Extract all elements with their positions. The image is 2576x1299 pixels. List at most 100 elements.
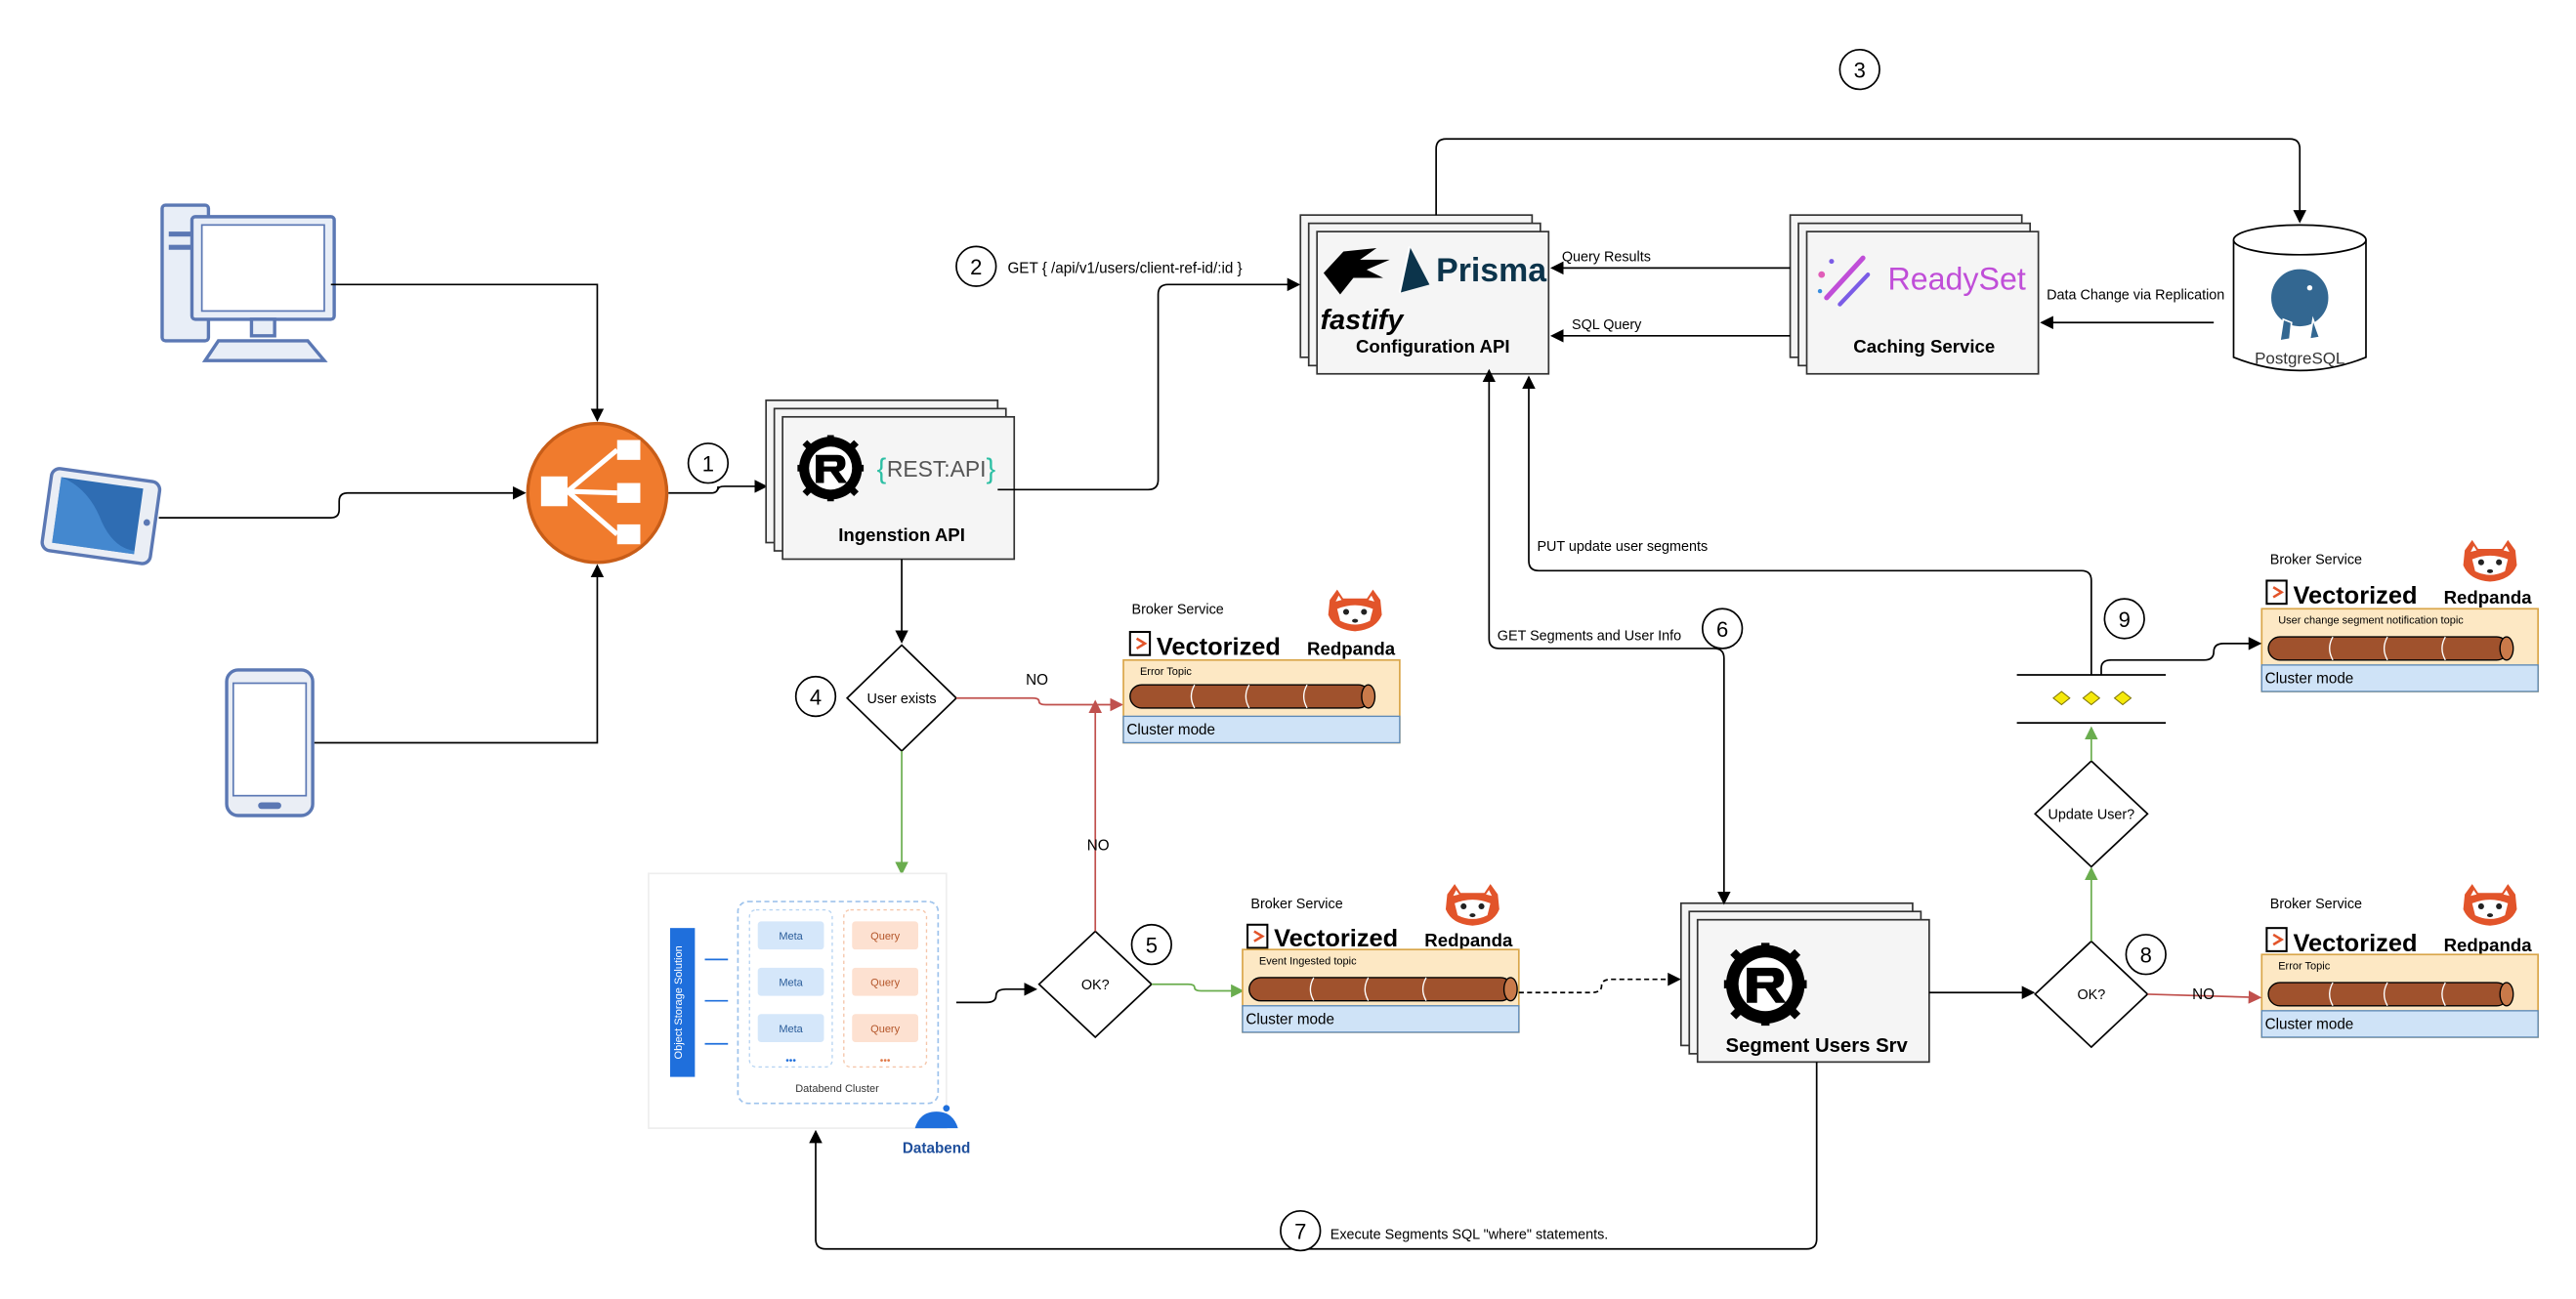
broker-topic: Error Topic — [1140, 666, 1192, 678]
broker-sub: Redpanda — [1424, 930, 1513, 950]
broker-title: Broker Service — [2270, 897, 2362, 912]
message-queue-icon — [2016, 674, 2167, 724]
sql-query-label: SQL Query — [1572, 317, 1642, 333]
readyset-logo-icon — [1817, 255, 1871, 307]
svg-text:OK?: OK? — [2077, 987, 2105, 1003]
caching-service-label: Caching Service — [1853, 336, 1995, 356]
desktop-computer-icon — [160, 203, 336, 362]
update-user-decision: Update User? — [2034, 759, 2149, 868]
broker-brand: Vectorized — [1157, 634, 1281, 661]
rest-api-logo-brace: } — [986, 453, 995, 484]
broker-title: Broker Service — [2270, 553, 2362, 568]
configuration-api-label: Configuration API — [1356, 336, 1510, 356]
smartphone-icon — [225, 668, 315, 817]
prisma-logo-text: Prisma — [1436, 252, 1547, 289]
no-label-2: NO — [1087, 838, 1110, 855]
broker-service-event-ingested[interactable]: Broker Service Vectorized Redpanda Event… — [1242, 884, 1520, 1033]
sync-arrows-icon — [704, 958, 729, 1045]
object-storage-label: Object Storage Solution — [673, 945, 685, 1059]
query-results-label: Query Results — [1562, 250, 1651, 266]
execute-sql-label: Execute Segments SQL "where" statements. — [1330, 1228, 1609, 1243]
broker-brand: Vectorized — [2293, 582, 2417, 609]
broker-service-error-topic-1[interactable]: Broker Service Vectorized Redpanda Error… — [1122, 589, 1401, 744]
rest-api-logo: { — [877, 453, 887, 484]
readyset-logo-text: ReadySet — [1888, 261, 2026, 296]
configuration-api-service[interactable]: Prisma fastify Configuration API — [1299, 214, 1550, 375]
segment-users-service[interactable]: Segment Users Srv — [1679, 901, 1930, 1064]
databend-logo-text: Databend — [903, 1141, 970, 1157]
ok-decision-8: OK? — [2034, 940, 2149, 1049]
svg-text:6: 6 — [1716, 617, 1728, 642]
step-7-marker: 7 — [1280, 1209, 1322, 1252]
broker-brand: Vectorized — [2293, 930, 2417, 957]
step-2-marker: 2 — [955, 245, 997, 287]
query-node-1: Query — [870, 931, 900, 943]
broker-title: Broker Service — [1250, 897, 1342, 912]
svg-text:5: 5 — [1146, 934, 1158, 958]
broker-brand: Vectorized — [1274, 925, 1398, 952]
svg-text:Update User?: Update User? — [2048, 807, 2134, 822]
svg-text:OK?: OK? — [1081, 978, 1110, 993]
query-node-2: Query — [870, 977, 900, 988]
broker-mode: Cluster mode — [1126, 722, 1215, 738]
load-balancer-icon[interactable] — [526, 421, 669, 565]
broker-sub: Redpanda — [1307, 639, 1396, 659]
data-change-label: Data Change via Replication — [2047, 288, 2224, 304]
svg-text:2: 2 — [970, 255, 982, 279]
postgresql-database-icon[interactable]: PostgreSQL — [2232, 224, 2367, 372]
step-5-marker: 5 — [1130, 923, 1172, 966]
redpanda-logo-icon — [2463, 539, 2517, 582]
meta-more: ••• — [785, 1056, 796, 1067]
step-9-marker: 9 — [2103, 598, 2145, 640]
rest-api-logo-text: REST:API — [887, 456, 987, 482]
databend-logo-icon — [914, 1105, 958, 1129]
caching-service[interactable]: ReadySet Caching Service — [1789, 214, 2040, 375]
postgresql-elephant-icon — [2268, 267, 2331, 342]
query-node-3: Query — [870, 1024, 900, 1035]
svg-text:User exists: User exists — [867, 691, 937, 707]
svg-text:4: 4 — [810, 686, 822, 710]
get-endpoint-label: GET { /api/v1/users/client-ref-id/:id } — [1007, 260, 1242, 276]
vectorized-logo-icon — [1246, 923, 1269, 949]
broker-title: Broker Service — [1131, 602, 1223, 617]
step-6-marker: 6 — [1701, 608, 1744, 650]
meta-node-2: Meta — [779, 977, 803, 988]
no-label-1: NO — [1026, 672, 1048, 689]
broker-sub: Redpanda — [2444, 587, 2533, 608]
redpanda-logo-icon — [1445, 884, 1499, 926]
get-segments-label: GET Segments and User Info — [1498, 628, 1681, 644]
svg-text:1: 1 — [702, 452, 714, 477]
broker-mode: Cluster mode — [1246, 1011, 1334, 1027]
broker-topic: Event Ingested topic — [1259, 955, 1357, 967]
ingestion-api-service[interactable]: { REST:API } Ingenstion API — [765, 399, 1016, 561]
broker-sub: Redpanda — [2444, 935, 2533, 955]
vectorized-logo-icon — [1128, 630, 1152, 656]
prisma-logo-icon — [1398, 246, 1430, 293]
broker-service-error-topic-2[interactable]: Broker Service Vectorized Redpanda Error… — [2260, 884, 2539, 1038]
fastify-logo-icon — [1323, 248, 1390, 295]
rust-logo-icon — [1723, 943, 1807, 1027]
broker-service-user-change[interactable]: Broker Service Vectorized Redpanda User … — [2260, 539, 2539, 692]
broker-mode: Cluster mode — [2265, 1016, 2354, 1032]
segment-users-label: Segment Users Srv — [1726, 1035, 1909, 1057]
broker-mode: Cluster mode — [2265, 670, 2354, 687]
user-exists-decision: User exists — [845, 644, 958, 753]
meta-node-3: Meta — [779, 1024, 803, 1035]
step-8-marker: 8 — [2125, 934, 2167, 976]
no-label-3: NO — [2192, 986, 2215, 1003]
redpanda-logo-icon — [2463, 884, 2517, 926]
broker-topic: User change segment notification topic — [2278, 615, 2464, 627]
fastify-logo-text: fastify — [1321, 305, 1406, 336]
redpanda-logo-icon — [1328, 589, 1382, 632]
put-update-label: PUT update user segments — [1537, 539, 1708, 555]
rust-logo-icon — [797, 435, 865, 502]
ingestion-api-label: Ingenstion API — [838, 524, 965, 545]
ok-decision-5: OK? — [1037, 930, 1154, 1039]
databend-cluster-label: Databend Cluster — [795, 1083, 879, 1095]
vectorized-logo-icon — [2265, 927, 2288, 952]
databend-cluster[interactable]: Object Storage Solution Meta Meta Meta •… — [648, 872, 970, 1157]
step-4-marker: 4 — [794, 675, 837, 718]
broker-topic: Error Topic — [2278, 961, 2330, 973]
query-more: ••• — [880, 1056, 891, 1067]
